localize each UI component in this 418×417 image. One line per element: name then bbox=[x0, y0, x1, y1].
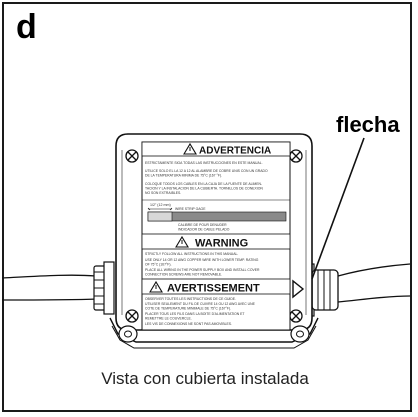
label-text-es: TACION Y LA INSTALACION DE LA CUBIERTA. … bbox=[145, 187, 263, 191]
label-text-es: COLOQUE TODOS LOS CABLES EN LA CAJA DE L… bbox=[145, 182, 262, 186]
label-text-fr: LES VIS DE CONNEXIONS NE SONT PAS AMOVIB… bbox=[145, 322, 232, 326]
corner-screw-icon bbox=[125, 309, 139, 323]
label-text-en: STRICTLY FOLLOW ALL INSTRUCTIONS IN THIS… bbox=[145, 252, 238, 256]
arrow-marker-icon bbox=[292, 279, 305, 299]
strip-gauge-title: WIRE STRIP GAGE bbox=[175, 207, 206, 211]
label-header-fr: AVERTISSEMENT bbox=[167, 283, 260, 295]
strip-gauge-note: CALIBRE DE POUR DENUDER bbox=[178, 223, 227, 227]
label-header-en: WARNING bbox=[195, 238, 248, 250]
warning-triangle-icon bbox=[175, 235, 189, 248]
label-text-es: ESTRICTAMENTE SIGA TODAS LAS INSTRUCCION… bbox=[145, 161, 263, 165]
figure-caption: Vista con cubierta instalada bbox=[101, 369, 309, 388]
label-text-en: OF 75°C (167°F). bbox=[145, 263, 172, 267]
corner-screw-icon bbox=[125, 149, 139, 163]
label-header-es: ADVERTENCIA bbox=[199, 146, 271, 157]
pointer-line bbox=[311, 137, 365, 280]
label-text-fr: OBSERVER TOUTES LES INSTRUCTIONS DE CE G… bbox=[145, 297, 236, 301]
corner-screw-icon bbox=[289, 149, 303, 163]
warning-triangle-icon bbox=[183, 142, 197, 155]
label-text-es: DE LA TEMPERATURA MINIMA DE 75°C (167 °F… bbox=[145, 174, 222, 178]
label-text-fr: PLACER TOUS LES FILS DANS LA BOITE D'ALI… bbox=[145, 312, 245, 316]
warning-label-plate: ADVERTENCIA ESTRICTAMENTE SIGA TODAS LAS… bbox=[141, 141, 291, 331]
label-text-en: CONNECTION SCREWS ARE NOT REMOVABLE. bbox=[145, 273, 222, 277]
label-text-en: USE ONLY 14 OR 12 AWG COPPER WIRE WITH L… bbox=[145, 258, 259, 262]
label-text-fr: UTILISER SEULEMENT DU FIL DE CUIVRE 14 O… bbox=[145, 302, 256, 306]
pointer-label: flecha bbox=[336, 112, 400, 137]
panel-letter: d bbox=[16, 8, 37, 46]
label-text-fr: COTE DE TEMPERATURE MINIMALE DE 75°C (16… bbox=[145, 307, 231, 311]
corner-screw-icon bbox=[289, 309, 303, 323]
warning-triangle-icon bbox=[149, 280, 163, 293]
label-text-es: UTILICE SOLO EL LA 12 A 12 AL ALAMBRE DE… bbox=[145, 169, 268, 173]
label-text-en: PLACE ALL WIRING IN THE POWER SUPPLY BOX… bbox=[145, 268, 260, 272]
label-text-es: NO SON EXTRAIBLES. bbox=[145, 191, 181, 195]
left-cable bbox=[1, 274, 97, 279]
right-cable bbox=[337, 263, 411, 277]
label-text-fr: REMETTRE LE COUVERCLE. bbox=[145, 317, 192, 321]
left-cable-gland bbox=[93, 261, 115, 315]
strip-gauge-measure: 1/2" (12 mm) bbox=[150, 203, 171, 207]
strip-gauge-note: INDICADOR DE CABLE PELADO bbox=[178, 228, 230, 232]
